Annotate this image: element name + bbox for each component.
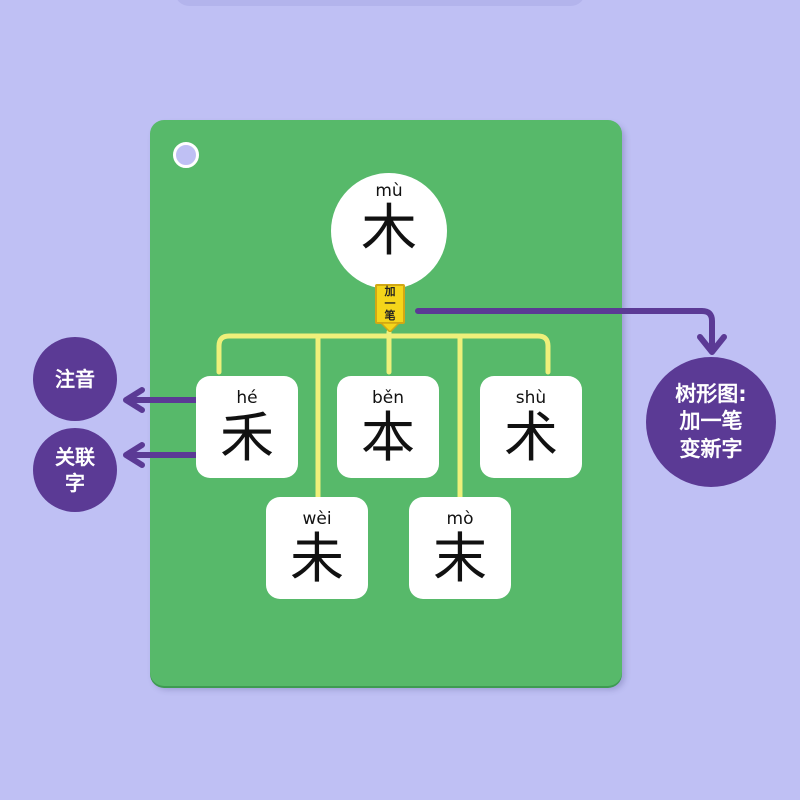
child-node-wei: wèi 未: [266, 497, 368, 599]
tree-diagram-callout: 树形图: 加一笔 变新字: [646, 357, 776, 487]
related-chars-line: 字: [65, 471, 85, 495]
child-pinyin: mò: [446, 509, 474, 529]
operator-box: 加 一 笔: [375, 284, 405, 324]
card-hole: [173, 142, 199, 168]
child-hanzi: 本: [361, 406, 415, 469]
child-pinyin: běn: [371, 388, 405, 408]
add-stroke-operator: 加 一 笔: [374, 284, 406, 332]
child-hanzi: 末: [433, 527, 487, 590]
child-pinyin: shù: [515, 388, 547, 408]
child-hanzi: 术: [504, 406, 558, 469]
operator-char: 一: [384, 297, 396, 310]
pinyin-note-label: 注音: [55, 367, 95, 391]
child-node-shu: shù 术: [480, 376, 582, 478]
child-node-mo: mò 末: [409, 497, 511, 599]
root-character-node: mù 木: [331, 173, 447, 289]
child-hanzi: 未: [290, 527, 344, 590]
child-node-ben: běn 本: [337, 376, 439, 478]
arrow-to-related-callout-head: [123, 442, 145, 468]
tree-diagram-line: 变新字: [679, 436, 743, 461]
related-chars-line: 关联: [55, 445, 95, 469]
pinyin-note-callout: 注音: [33, 337, 117, 421]
child-node-he: hé 禾: [196, 376, 298, 478]
connector-branch-bar: [216, 333, 551, 375]
tree-diagram-line: 树形图:: [675, 382, 747, 407]
child-hanzi: 禾: [220, 406, 274, 469]
operator-char: 笔: [384, 309, 396, 322]
child-pinyin: wèi: [302, 509, 332, 529]
arrow-to-pinyin-callout-head: [123, 387, 145, 413]
tree-diagram-line: 加一笔: [679, 409, 743, 434]
related-chars-callout: 关联 字: [33, 428, 117, 512]
child-pinyin: hé: [236, 388, 258, 408]
root-hanzi: 木: [361, 199, 417, 264]
operator-char: 加: [384, 285, 396, 298]
arrow-to-tree-callout-head: [697, 334, 727, 355]
root-pinyin: mù: [375, 181, 403, 201]
arrow-to-tree-callout: [415, 308, 715, 351]
down-arrow-icon: [381, 323, 399, 332]
top-tab: [175, 0, 585, 6]
